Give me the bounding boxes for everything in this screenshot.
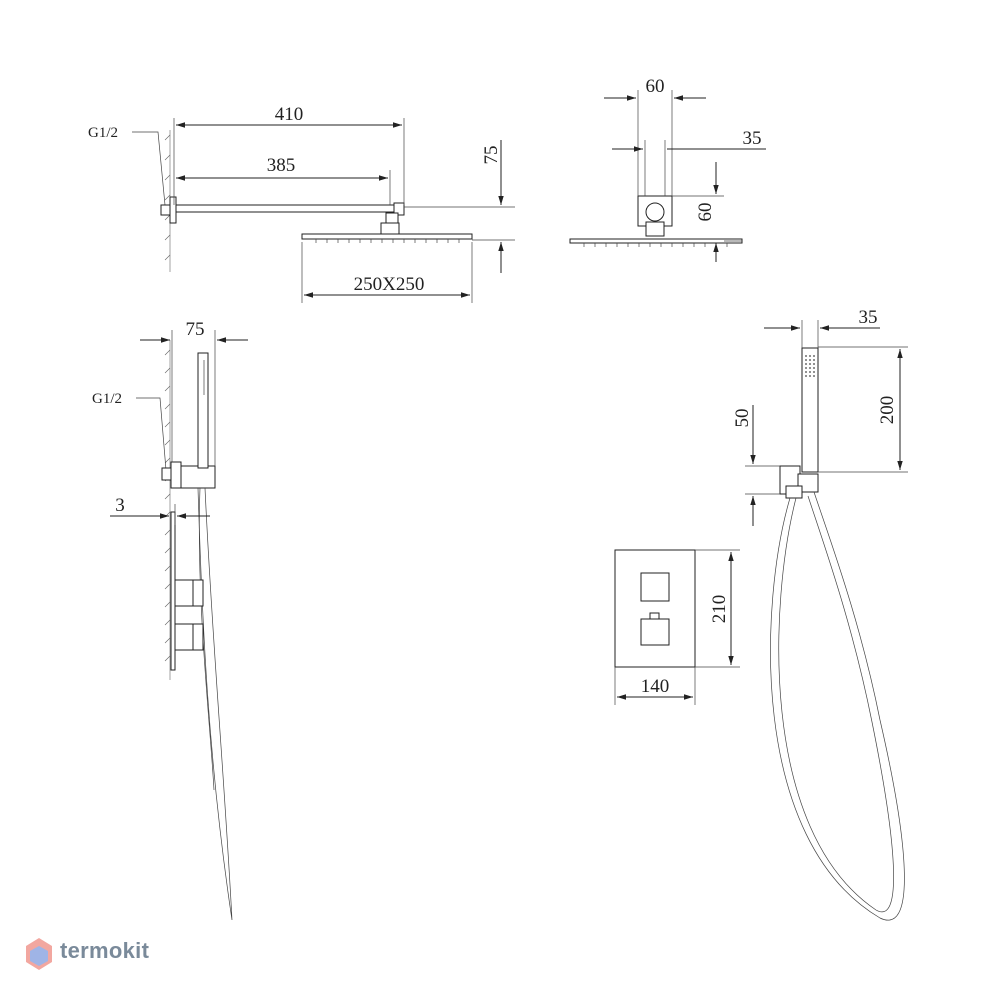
wall-hatch-mark	[164, 601, 171, 608]
spray-dot	[813, 375, 815, 377]
dim-arm-height: 75	[481, 146, 502, 165]
wall-hatch-mark	[164, 367, 171, 374]
wall-hatch-mark	[164, 385, 171, 392]
spray-dot	[809, 371, 811, 373]
hose-nut-front	[785, 485, 803, 499]
wall-elbow-nut	[161, 467, 172, 481]
wall-hatch-mark	[164, 583, 171, 590]
wall-hatch-mark	[164, 637, 171, 644]
hand-shower-side-view: G1/2 75 3	[92, 319, 248, 921]
dim-top-width: 60	[646, 76, 665, 97]
shower-head-nozzles	[315, 239, 460, 243]
dim-hand-length: 200	[877, 396, 898, 425]
valve-handle-bottom-cap	[192, 623, 204, 651]
hand-shower-front	[801, 347, 819, 473]
spray-dot	[809, 359, 811, 361]
arm-nut	[160, 204, 171, 216]
dim-holder-height: 50	[732, 409, 753, 428]
shower-head-front-nozzles	[583, 243, 728, 247]
head-connector-bottom	[380, 222, 400, 235]
dim-wall-gap: 3	[115, 495, 125, 516]
dim-panel-height: 210	[709, 595, 730, 624]
wall-hatch-top	[164, 130, 171, 272]
dim-head-size: 250X250	[354, 274, 425, 295]
shower-head-front	[569, 238, 743, 244]
thread-label-side: G1/2	[92, 391, 122, 407]
spray-dot	[813, 355, 815, 357]
dim-top-height: 60	[695, 203, 716, 222]
wall-hatch-mark	[164, 421, 171, 428]
spray-dot	[805, 355, 807, 357]
wall-hatch-mark	[164, 655, 171, 662]
head-connector-top	[385, 212, 399, 224]
arm-flange	[169, 196, 177, 224]
valve-knob-top	[640, 572, 670, 602]
thread-leader-side	[136, 397, 167, 471]
thread-label-top: G1/2	[88, 125, 118, 141]
overhead-shower-front-view: 60 35 60	[569, 76, 766, 262]
valve-knob-bottom-tab	[649, 612, 660, 620]
dim-panel-width: 140	[641, 676, 670, 697]
spray-dot	[813, 367, 815, 369]
connector-front	[645, 221, 665, 237]
dim-top-side: 35	[743, 128, 762, 149]
wall-hatch-mark	[164, 493, 171, 500]
arm-end-cap	[393, 202, 405, 216]
valve-handle-bottom	[174, 623, 194, 651]
thread-leader-top	[132, 131, 166, 206]
wall-elbow	[170, 461, 182, 489]
valve-panel-front	[614, 549, 696, 668]
connector-ball	[645, 202, 665, 222]
wall-hatch-mark	[164, 403, 171, 410]
spray-dot	[805, 375, 807, 377]
spray-dot	[809, 367, 811, 369]
valve-handle-top-cap	[192, 579, 204, 607]
spray-dot	[809, 363, 811, 365]
shower-arm	[175, 204, 405, 213]
valve-panel-side	[170, 511, 176, 671]
brand-logo-icon	[26, 938, 52, 970]
spray-dot	[813, 371, 815, 373]
shower-head-plate	[301, 233, 473, 240]
spray-dot	[805, 363, 807, 365]
wall-hatch-mark	[164, 565, 171, 572]
valve-knob-bottom	[640, 618, 670, 646]
valve-handle-top	[174, 579, 194, 607]
holder-connector	[797, 473, 819, 493]
spray-dot	[809, 355, 811, 357]
spray-dot	[805, 367, 807, 369]
hose-side	[197, 487, 233, 921]
spray-dot	[813, 359, 815, 361]
spray-dot	[813, 363, 815, 365]
spray-dot	[805, 371, 807, 373]
overhead-shower-side-view: G1/2 410 385 75 250X250	[88, 104, 515, 303]
wall-hatch-mark	[164, 619, 171, 626]
dim-hand-width: 35	[859, 307, 878, 328]
brand-name: termokit	[60, 938, 150, 963]
hand-spray-dots	[805, 355, 815, 377]
wall-hatch-mark	[164, 457, 171, 464]
hose-front	[770, 491, 905, 921]
dim-arm-outer: 410	[275, 104, 304, 125]
valve-panel-front-view: 210 140	[614, 549, 740, 705]
wall-hatch-mark	[164, 529, 171, 536]
wall-hatch-mark	[164, 547, 171, 554]
wall-hatch-mark	[164, 349, 171, 356]
wall-hatch-mark	[164, 439, 171, 446]
wall-hatch-side	[164, 349, 171, 662]
hand-shower-front-view: 35 200 50	[732, 307, 908, 921]
spray-dot	[805, 359, 807, 361]
dim-hand-depth: 75	[186, 319, 205, 340]
hand-holder	[180, 465, 216, 489]
spray-dot	[809, 375, 811, 377]
hand-shower-side	[197, 352, 209, 469]
dim-arm-inner: 385	[267, 155, 296, 176]
